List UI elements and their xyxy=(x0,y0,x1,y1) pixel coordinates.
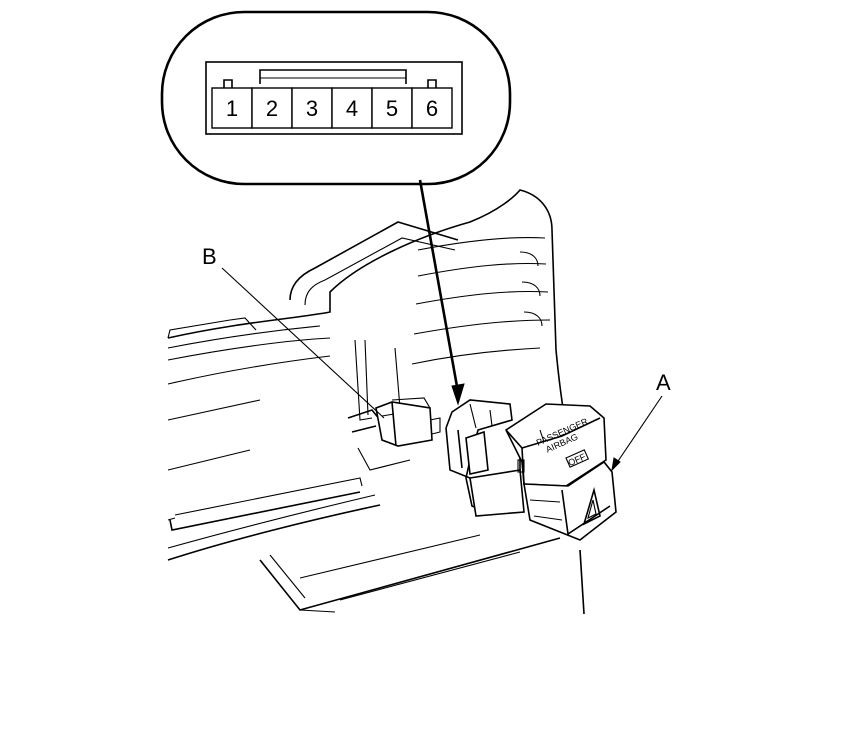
pin-cavity-6 xyxy=(411,87,453,129)
pin-number-1: 1 xyxy=(226,96,238,121)
pin-number-2: 2 xyxy=(266,96,278,121)
harness-connector-b xyxy=(347,397,441,447)
callout-label-b: B xyxy=(202,244,217,269)
pin-number-6: 6 xyxy=(426,96,438,121)
pin-cavity-1 xyxy=(211,87,253,129)
pin-cavity-5 xyxy=(371,87,413,129)
callout-a: A xyxy=(611,370,671,472)
inset-leader xyxy=(418,179,465,406)
pin-cavity-4 xyxy=(331,87,373,129)
pin-cavity-2 xyxy=(251,87,293,129)
hazard-triangle-icon xyxy=(582,486,601,526)
dashboard-panel xyxy=(167,189,585,615)
pin-number-3: 3 xyxy=(306,96,318,121)
pin-number-5: 5 xyxy=(386,96,398,121)
callout-label-a: A xyxy=(656,370,671,395)
connector-pin-cells: 1 2 3 4 5 6 xyxy=(211,87,453,129)
pin-number-4: 4 xyxy=(346,96,358,121)
airbag-switch-a: PASSENGER AIRBAG OFF xyxy=(445,399,617,541)
pin-cavity-3 xyxy=(291,87,333,129)
connector-inset: 1 2 3 4 5 6 xyxy=(160,10,512,186)
callout-b: B xyxy=(202,244,385,419)
